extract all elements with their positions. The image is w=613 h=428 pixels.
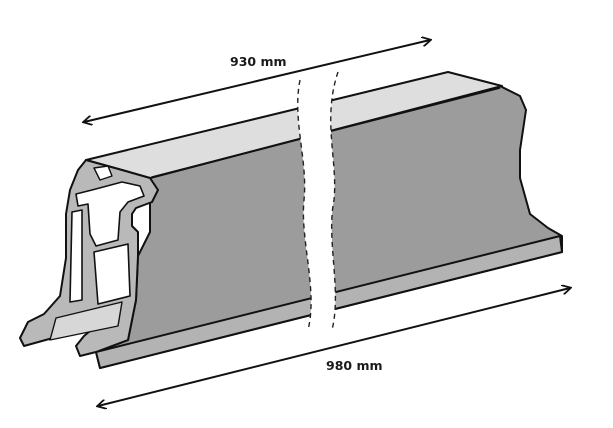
dimension-arrow-top	[84, 40, 430, 122]
dimension-arrow-bottom	[98, 288, 570, 406]
dimension-bottom: 980 mm	[98, 288, 570, 406]
cross-section-slot-left	[69, 209, 83, 303]
cross-section-top-notch	[93, 165, 113, 181]
break-gap-fill	[297, 72, 338, 330]
cross-section-chamber-upper	[75, 181, 145, 247]
dimension-label-top: 930 mm	[230, 54, 287, 69]
dimension-label-bottom: 980 mm	[326, 358, 383, 373]
cross-section-chamber-middle	[93, 243, 131, 305]
dimension-top: 930 mm	[84, 40, 430, 122]
